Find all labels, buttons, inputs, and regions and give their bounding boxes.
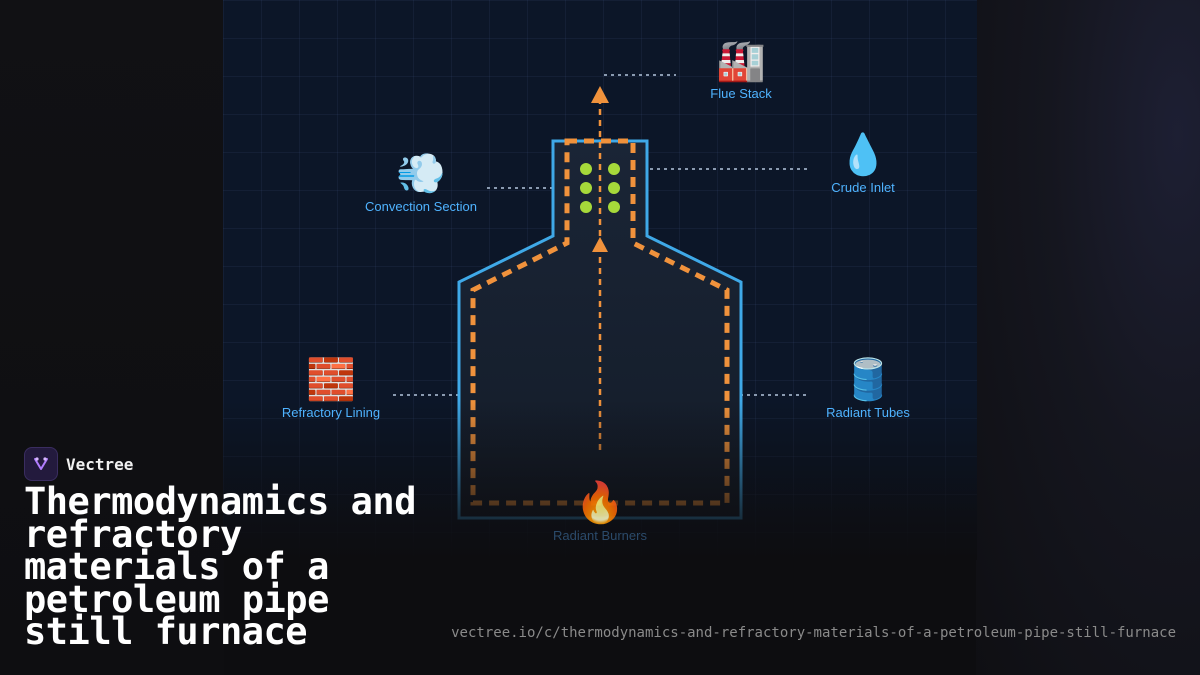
node-label: Radiant Tubes (826, 405, 910, 420)
fire-icon: 🔥 (575, 481, 625, 525)
convection-tubes (580, 163, 620, 213)
left-background (0, 0, 224, 675)
node-label: Radiant Burners (553, 528, 647, 543)
node-label: Flue Stack (710, 86, 772, 101)
factory-icon: 🏭 (716, 39, 766, 83)
page-url[interactable]: vectree.io/c/thermodynamics-and-refracto… (451, 625, 1176, 641)
node-flue-stack: 🏭 Flue Stack (710, 38, 771, 101)
node-label: Convection Section (364, 199, 478, 214)
vectree-logo-icon (24, 447, 58, 481)
dash-wind-icon: 💨 (396, 152, 446, 196)
right-background (976, 0, 1200, 675)
node-convection-section: 💨 Convection Section (365, 151, 477, 214)
page-title: Thermodynamics and refractory materials … (24, 480, 416, 653)
node-refractory-lining: 🧱 Refractory Lining (282, 357, 380, 420)
brand: Vectree (24, 447, 133, 481)
flow-arrow-up-icon (592, 237, 608, 252)
refractory-lining-path (470, 138, 730, 506)
node-label: Crude Inlet (831, 180, 895, 195)
node-label: Refractory Lining (281, 405, 381, 420)
node-radiant-tubes: 🛢️ Radiant Tubes (826, 357, 910, 420)
node-radiant-burners: 🔥 Radiant Burners (553, 480, 647, 543)
brand-name: Vectree (66, 454, 134, 474)
node-crude-inlet: 💧 Crude Inlet (831, 132, 895, 195)
flow-arrow-up-icon (591, 86, 609, 103)
brick-icon: 🧱 (306, 358, 356, 402)
oil-drum-icon: 🛢️ (843, 358, 893, 402)
droplet-icon: 💧 (838, 133, 888, 177)
